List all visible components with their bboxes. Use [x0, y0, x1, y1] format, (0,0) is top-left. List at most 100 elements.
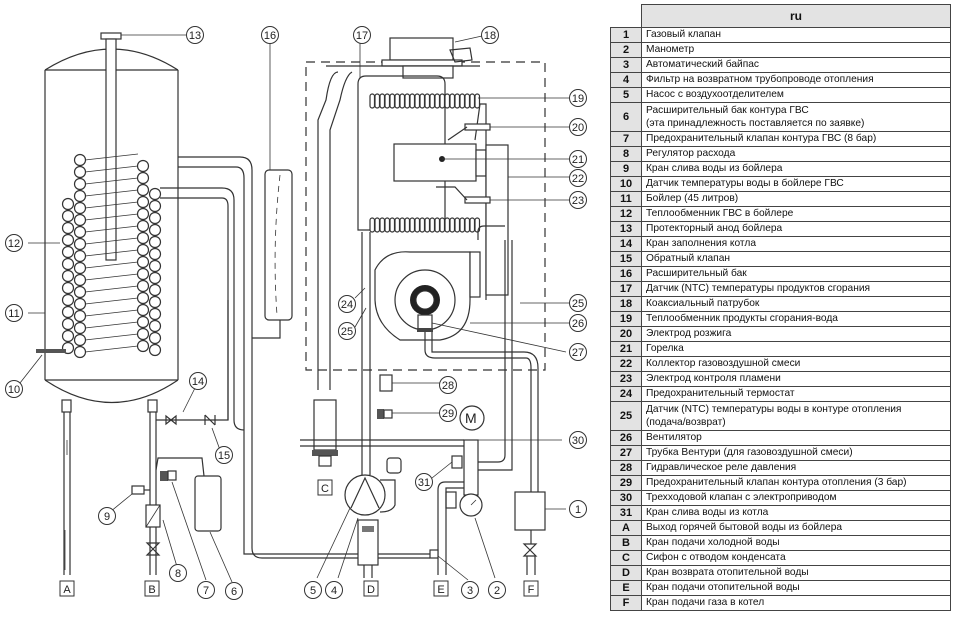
- callout-circle: [169, 564, 187, 582]
- callout-number: 24: [341, 299, 353, 311]
- callout-number: 23: [572, 195, 584, 207]
- callout-circle: [569, 191, 587, 209]
- callout-28: 28: [439, 376, 457, 394]
- legend-key: A: [610, 520, 642, 536]
- coil-turn: [84, 321, 139, 329]
- callout-circle: [304, 581, 322, 599]
- coil-loop: [61, 221, 75, 235]
- coil-loop: [148, 343, 162, 357]
- coil-loop: [148, 283, 162, 297]
- coil-loop: [73, 309, 87, 323]
- legend-key: 10: [610, 176, 642, 192]
- boiler-casing-outline: [305, 61, 546, 371]
- coil-turn: [84, 165, 139, 173]
- callout-19: 19: [569, 89, 587, 107]
- hx-fin: [434, 93, 441, 109]
- legend-description: Кран подачи отопительной воды: [641, 580, 951, 596]
- connection-C: C: [317, 479, 333, 496]
- legend-corner: [610, 4, 642, 28]
- callout-circle: [481, 26, 499, 44]
- hx-fin: [439, 217, 446, 233]
- legend-description: Регулятор расхода: [641, 146, 951, 162]
- coil-turn: [84, 297, 139, 305]
- coil-loop: [73, 285, 87, 299]
- callout-number: 25: [341, 326, 353, 338]
- callout-30: 30: [569, 431, 587, 449]
- auto-bypass: [429, 549, 439, 559]
- callout-number: 4: [331, 585, 337, 597]
- legend-key: 7: [610, 131, 642, 147]
- hx-fin: [424, 217, 431, 233]
- callout-14: 14: [189, 372, 207, 390]
- callout-circle: [5, 234, 23, 252]
- coil-loop: [148, 211, 162, 225]
- coil-loop: [73, 297, 87, 311]
- coil-loop: [148, 247, 162, 261]
- coil-loop: [148, 199, 162, 213]
- legend-description: Выход горячей бытовой воды из бойлера: [641, 520, 951, 536]
- coil-turn: [84, 153, 139, 161]
- callout-26: 26: [569, 314, 587, 332]
- callout-number: 16: [264, 30, 276, 42]
- callout-17: 17: [353, 26, 371, 44]
- coil-turn: [84, 333, 139, 341]
- legend-description: Расширительный бак: [641, 266, 951, 282]
- legend-key: 17: [610, 281, 642, 297]
- hx-fin: [459, 217, 466, 233]
- coil-loop: [148, 259, 162, 273]
- electrodes: [436, 123, 491, 204]
- boiler-drain-valve: [451, 455, 463, 469]
- coil-loop: [136, 195, 150, 209]
- gas-pipe: [424, 332, 532, 492]
- coil-loop: [136, 231, 150, 245]
- callout-number: 7: [203, 585, 209, 597]
- callout-number: 26: [572, 318, 584, 330]
- coil-loop: [61, 305, 75, 319]
- coil-loop: [136, 183, 150, 197]
- callout-number: 18: [484, 30, 496, 42]
- hx-fin: [414, 217, 421, 233]
- connection-E: E: [433, 580, 449, 597]
- hx-fin: [469, 93, 476, 109]
- legend-key: C: [610, 550, 642, 566]
- legend-key: 6: [610, 102, 642, 132]
- coil-turn: [84, 249, 139, 257]
- coil-loop: [73, 225, 87, 239]
- callout-4: 4: [325, 581, 343, 599]
- connection-box: [317, 479, 333, 496]
- callout-6: 6: [225, 582, 243, 600]
- gas-valve: [514, 491, 546, 575]
- coil-loop: [61, 197, 75, 211]
- legend-key: 28: [610, 460, 642, 476]
- callout-circle: [338, 295, 356, 313]
- callout-22: 22: [569, 169, 587, 187]
- callout-3: 3: [461, 581, 479, 599]
- legend-key: 3: [610, 57, 642, 73]
- coil-loop: [136, 219, 150, 233]
- callout-number: 25: [572, 298, 584, 310]
- coil-turn: [84, 345, 139, 353]
- temperature-sensor-10: [36, 349, 66, 353]
- legend-description: Расширительный бак контура ГВС(эта прина…: [641, 102, 951, 132]
- hx-fin: [414, 93, 421, 109]
- callout-circle: [569, 89, 587, 107]
- legend-description: Электрод розжига: [641, 326, 951, 342]
- legend-description: Бойлер (45 литров): [641, 191, 951, 207]
- callout-circle: [225, 582, 243, 600]
- legend-key: 25: [610, 401, 642, 431]
- hx-fin: [394, 93, 401, 109]
- callout-11: 11: [5, 304, 23, 322]
- callout-number: 19: [572, 93, 584, 105]
- legend-description: Датчик (NTC) температуры воды в контуре …: [641, 401, 951, 431]
- coil-loop: [61, 257, 75, 271]
